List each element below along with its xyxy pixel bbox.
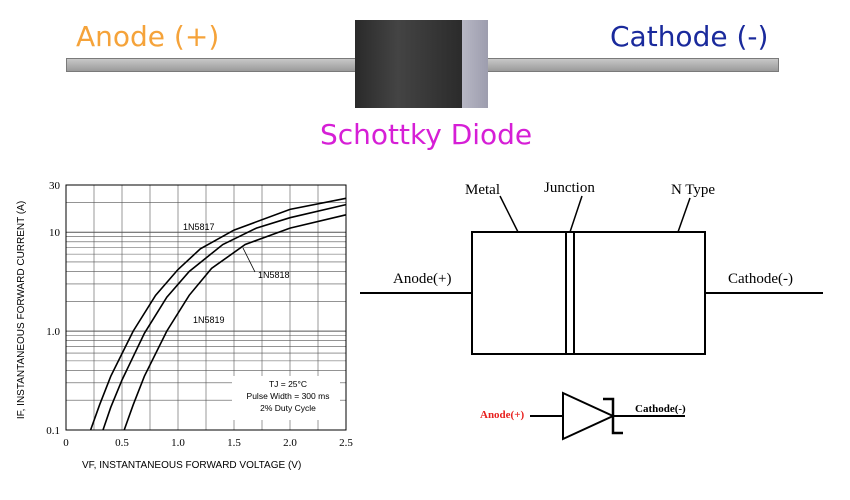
y-tick-label: 30 (49, 180, 61, 192)
anode-label: Anode (+) (76, 20, 220, 53)
structure-cathode-label: Cathode(-) (728, 271, 793, 287)
series-line-1n5817 (89, 197, 347, 431)
series-label-1n5819: 1N5819 (193, 315, 225, 325)
junction-label: Junction (544, 180, 595, 196)
series-label-1n5818: 1N5818 (258, 270, 290, 280)
symbol-cathode-label: Cathode(-) (635, 403, 686, 415)
annotation-box (232, 376, 340, 420)
ntype-label: N Type (671, 182, 715, 198)
series-label-1n5817: 1N5817 (183, 222, 215, 232)
x-tick-label: 2.0 (283, 437, 297, 449)
series-line-1n5819 (123, 214, 347, 431)
junction-leader (569, 195, 583, 233)
y-tick-label: 0.1 (46, 425, 60, 437)
diode-body (355, 20, 462, 108)
schottky-symbol: Anode(+) Cathode(-) (480, 391, 686, 441)
cathode-label: Cathode (-) (610, 20, 769, 53)
ntype-leader (677, 197, 691, 233)
x-tick-label: 2.5 (339, 437, 353, 449)
annotation-line-2: Pulse Width = 300 ms (247, 391, 330, 401)
y-tick-label: 1.0 (46, 326, 60, 338)
annotation-line-3: 2% Duty Cycle (260, 403, 316, 413)
structure-anode-label: Anode(+) (393, 271, 451, 287)
iv-chart: 0 0.5 1.0 1.5 2.0 2.5 0.1 1.0 10 30 1N5817 1N5818… (16, 180, 353, 471)
cathode-band (462, 20, 488, 108)
chart-ticks: 0 0.5 1.0 1.5 2.0 2.5 0.1 1.0 10 30 (46, 180, 353, 449)
diode-title: Schottky Diode (320, 118, 533, 151)
symbol-anode-label: Anode(+) (480, 409, 524, 421)
chart-series (89, 197, 347, 431)
y-tick-label: 10 (49, 227, 61, 239)
diode-structure-box (471, 231, 706, 355)
metal-leader (499, 195, 519, 233)
annotation-line-1: TJ = 25°C (269, 379, 307, 389)
x-axis-label: VF, INSTANTANEOUS FORWARD VOLTAGE (V) (82, 460, 301, 471)
series-line-1n5818 (102, 203, 347, 431)
anode-lead (66, 58, 358, 72)
x-tick-label: 1.0 (171, 437, 185, 449)
structure-diagram: Metal Junction N Type Anode(+) Cathode(-… (360, 180, 823, 355)
x-tick-label: 1.5 (227, 437, 241, 449)
metal-label: Metal (465, 182, 500, 198)
chart-frame (65, 184, 347, 431)
series-pointer-1n5818 (242, 247, 256, 273)
symbol-triangle (562, 391, 616, 441)
x-tick-label: 0 (63, 437, 69, 449)
x-tick-label: 0.5 (115, 437, 129, 449)
cathode-lead (487, 58, 779, 72)
y-axis-label: IF, INSTANTANEOUS FORWARD CURRENT (A) (16, 201, 27, 419)
